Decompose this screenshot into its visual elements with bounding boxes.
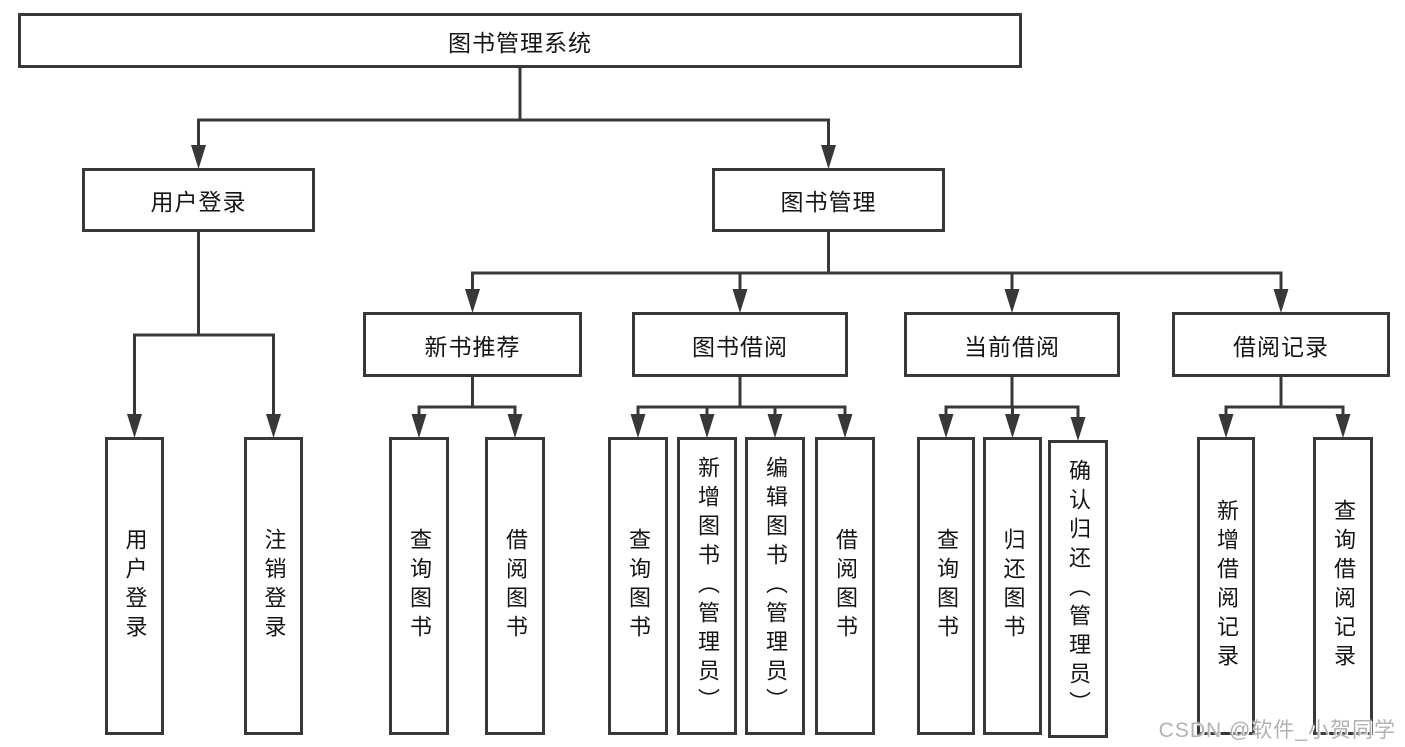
node-borrow-books-2: 借阅图书 bbox=[815, 437, 875, 735]
node-query-books-2: 查询图书 bbox=[608, 437, 668, 735]
node-label: 归还图书 bbox=[1000, 528, 1026, 644]
node-query-borrow-record: 查询借阅记录 bbox=[1313, 437, 1373, 735]
node-label: 注销登录 bbox=[261, 528, 287, 644]
node-label: 编辑图书（管理员） bbox=[763, 455, 788, 717]
node-book-management: 图书管理 bbox=[712, 168, 945, 232]
node-book-management-system: 图书管理系统 bbox=[18, 13, 1022, 68]
node-borrow-books-1: 借阅图书 bbox=[485, 437, 545, 735]
node-label: 借阅记录 bbox=[1233, 333, 1329, 360]
node-label: 当前借阅 bbox=[964, 333, 1060, 360]
node-label: 借阅图书 bbox=[833, 528, 858, 644]
node-confirm-return-admin: 确认归还（管理员） bbox=[1048, 440, 1108, 738]
node-add-books-admin: 新增图书（管理员） bbox=[677, 437, 737, 735]
node-user-login: 用户登录 bbox=[105, 437, 164, 735]
node-label: 查询图书 bbox=[626, 528, 651, 644]
node-label: 新增借阅记录 bbox=[1214, 499, 1239, 673]
node-label: 用户登录 bbox=[122, 528, 148, 644]
node-user-login-group: 用户登录 bbox=[82, 168, 315, 232]
node-new-book-recommend: 新书推荐 bbox=[363, 312, 582, 377]
node-book-borrowing: 图书借阅 bbox=[632, 312, 848, 377]
node-current-borrowing: 当前借阅 bbox=[904, 312, 1120, 377]
node-edit-books-admin: 编辑图书（管理员） bbox=[745, 437, 805, 735]
node-label: 查询图书 bbox=[407, 528, 432, 644]
node-borrowing-records: 借阅记录 bbox=[1172, 312, 1390, 377]
node-label: 查询借阅记录 bbox=[1331, 499, 1356, 673]
node-add-borrow-record: 新增借阅记录 bbox=[1197, 437, 1255, 735]
node-label: 查询图书 bbox=[934, 528, 959, 644]
node-label: 新增图书（管理员） bbox=[695, 455, 720, 717]
node-label: 新书推荐 bbox=[424, 333, 521, 360]
node-return-books: 归还图书 bbox=[983, 437, 1042, 735]
node-query-books-3: 查询图书 bbox=[917, 437, 975, 735]
node-label: 借阅图书 bbox=[503, 528, 528, 644]
node-query-books-1: 查询图书 bbox=[389, 437, 449, 735]
node-logout: 注销登录 bbox=[244, 437, 303, 735]
node-label: 确认归还（管理员） bbox=[1066, 458, 1091, 720]
node-label: 图书借阅 bbox=[692, 333, 788, 360]
node-label: 图书管理系统 bbox=[448, 29, 592, 56]
watermark: CSDN @软件_小贺同学 bbox=[1158, 719, 1396, 742]
node-label: 用户登录 bbox=[150, 189, 247, 215]
node-label: 图书管理 bbox=[780, 189, 877, 215]
